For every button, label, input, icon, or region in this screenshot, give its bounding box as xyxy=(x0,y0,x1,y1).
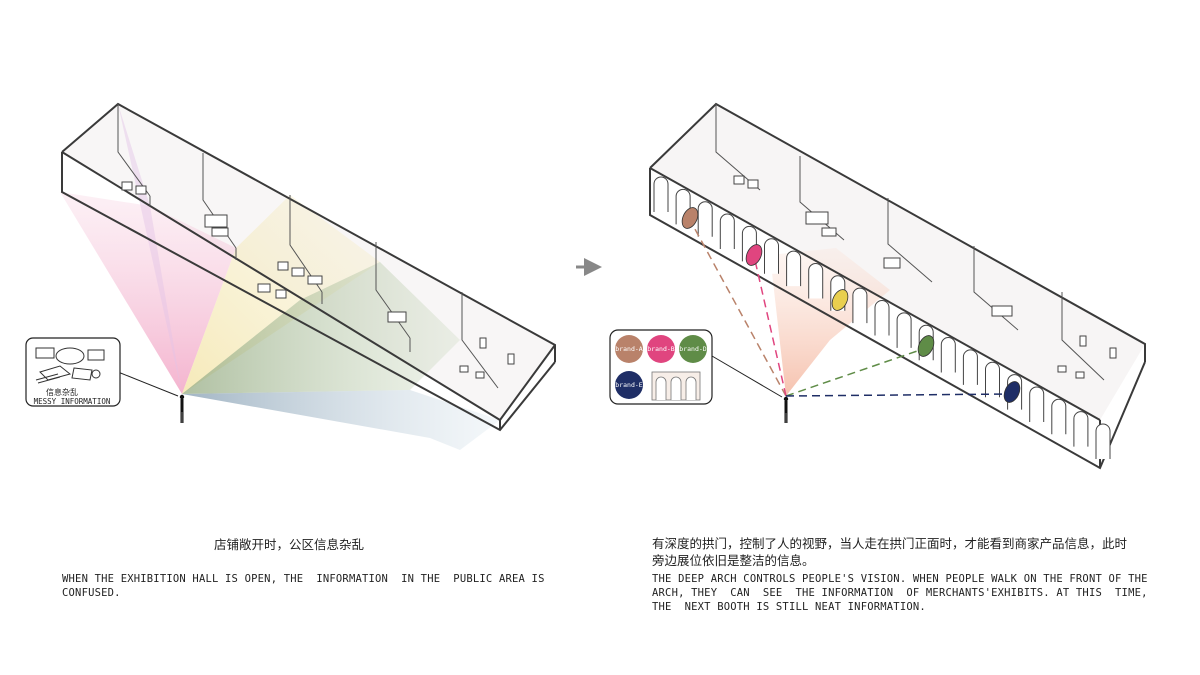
arch xyxy=(852,287,868,324)
arch xyxy=(940,337,956,373)
arch xyxy=(786,250,802,287)
left-caption-cn: 店铺敞开时，公区信息杂乱 xyxy=(214,537,365,552)
right-furniture xyxy=(733,175,1117,379)
brand-e-swatch xyxy=(615,371,643,399)
ray-pink xyxy=(60,192,236,394)
messy-items-illustration xyxy=(35,347,105,384)
brand-e-sign xyxy=(1003,381,1021,403)
right-callout xyxy=(609,329,783,405)
right-caption-en: THE DEEP ARCH CONTROLS PEOPLE'S VISION. … xyxy=(652,573,1155,613)
brand-b-swatch xyxy=(647,335,675,363)
brand-a-sign xyxy=(681,207,699,229)
arch xyxy=(1029,386,1045,422)
left-caption-en: WHEN THE EXHIBITION HALL IS OPEN, THE IN… xyxy=(62,573,552,599)
right-person-icon xyxy=(783,396,789,423)
brand-b-label: brand-B xyxy=(647,345,674,353)
arch-wall xyxy=(653,176,1111,459)
arch xyxy=(653,176,669,212)
arch xyxy=(764,238,779,274)
left-callout xyxy=(25,337,179,407)
brand-a-label: brand-A xyxy=(615,345,642,353)
right-caption-cn-line2: 旁边展位依旧是整洁的信息。 xyxy=(652,553,815,568)
left-box-outline xyxy=(61,102,556,432)
arch xyxy=(985,361,1000,398)
arch xyxy=(808,262,824,299)
left-callout-cn: 信息杂乱 xyxy=(46,387,78,397)
arch xyxy=(1073,411,1089,447)
right-partitions xyxy=(715,104,1105,381)
left-person-icon xyxy=(179,394,185,423)
brand-b-sign xyxy=(745,244,763,266)
mini-arch-elevation xyxy=(651,371,701,401)
right-caption-cn-line1: 有深度的拱门，控制了人的视野，当人走在拱门正面时，才能看到商家产品信息，此时 xyxy=(652,536,1128,551)
sight-lines xyxy=(689,219,1013,397)
arch xyxy=(697,201,713,237)
left-diagram xyxy=(25,102,556,450)
arch-brand-signs xyxy=(681,207,1021,403)
ray-blue xyxy=(182,390,500,450)
left-furniture xyxy=(121,181,515,379)
right-diagram xyxy=(609,102,1146,470)
brand-d-label: brand-D xyxy=(679,345,706,353)
brand-d-swatch xyxy=(679,335,707,363)
arch xyxy=(962,349,978,385)
arch xyxy=(1051,398,1067,435)
arch xyxy=(896,312,912,348)
brand-d-sign xyxy=(917,335,935,357)
arch xyxy=(874,300,890,336)
ray-purple xyxy=(118,104,182,394)
ray-green xyxy=(182,262,460,394)
brand-c-sign xyxy=(831,289,849,311)
brand-a-swatch xyxy=(615,335,643,363)
left-callout-en: MESSY INFORMATION xyxy=(34,397,111,406)
brand-e-label: brand-E xyxy=(615,381,642,389)
arch xyxy=(719,213,735,250)
arch xyxy=(1095,423,1111,459)
